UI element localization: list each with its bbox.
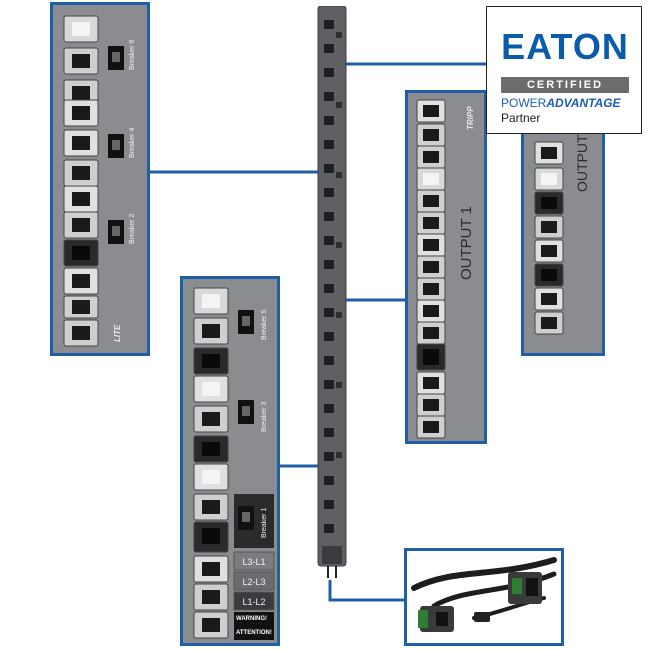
outlet-column [63,15,99,347]
output-side-label: OUTPUT [574,134,590,192]
phase-l2l3-label: L2-L3 [242,577,265,587]
panel-output-1: OUTPUT 1 TRIPP [405,90,487,444]
callout-line-bottom-right [328,580,406,602]
outlet-column [193,287,229,639]
certified-label: CERTIFIED [501,77,629,93]
plug-center [474,612,490,622]
phase-l1l2-label: L1-L2 [242,597,265,607]
plug-left [418,606,454,632]
panel-output-side: OUTPUT [521,120,605,356]
breaker-4-label: Breaker 4 [129,128,136,158]
attention-label: ATTENTION! [236,630,272,636]
cable-connector-inset [404,548,564,646]
plug-right [508,572,542,604]
outlet-column [416,99,446,439]
panel-top-left: Breaker 6 Breaker 4 Breaker 2 LITE [50,2,150,356]
breaker-6-label: Breaker 6 [129,40,136,70]
eaton-logo-text: EATON [501,26,629,65]
eaton-logo: EATON [501,26,629,65]
breaker-switches [108,46,124,244]
eaton-certified-badge: EATON CERTIFIED POWERADVANTAGE Partner [486,6,642,134]
partner-label: Partner [501,111,541,125]
power-advantage-label: POWERADVANTAGE [501,96,621,110]
output-1-label: OUTPUT 1 [458,206,475,280]
tripp-brand-label: TRIPP [466,106,475,130]
breaker-3-label: Breaker 3 [261,402,268,432]
advantage-word: ADVANTAGE [546,96,621,110]
vertical-pdu-strip [317,6,347,578]
warning-label: WARNING! [236,616,267,622]
breaker-1-label: Breaker 1 [261,508,268,538]
lite-brand-label: LITE [113,324,122,342]
breaker-switches [234,310,274,548]
breaker-5-label: Breaker 5 [261,310,268,340]
power-word: POWER [501,96,547,110]
phase-l3l1-label: L3-L1 [242,557,265,567]
outlet-column [534,141,564,335]
breaker-2-label: Breaker 2 [129,214,136,244]
panel-bottom-left: Breaker 5 Breaker 3 Breaker 1 L3-L1 L2-L… [180,276,280,646]
